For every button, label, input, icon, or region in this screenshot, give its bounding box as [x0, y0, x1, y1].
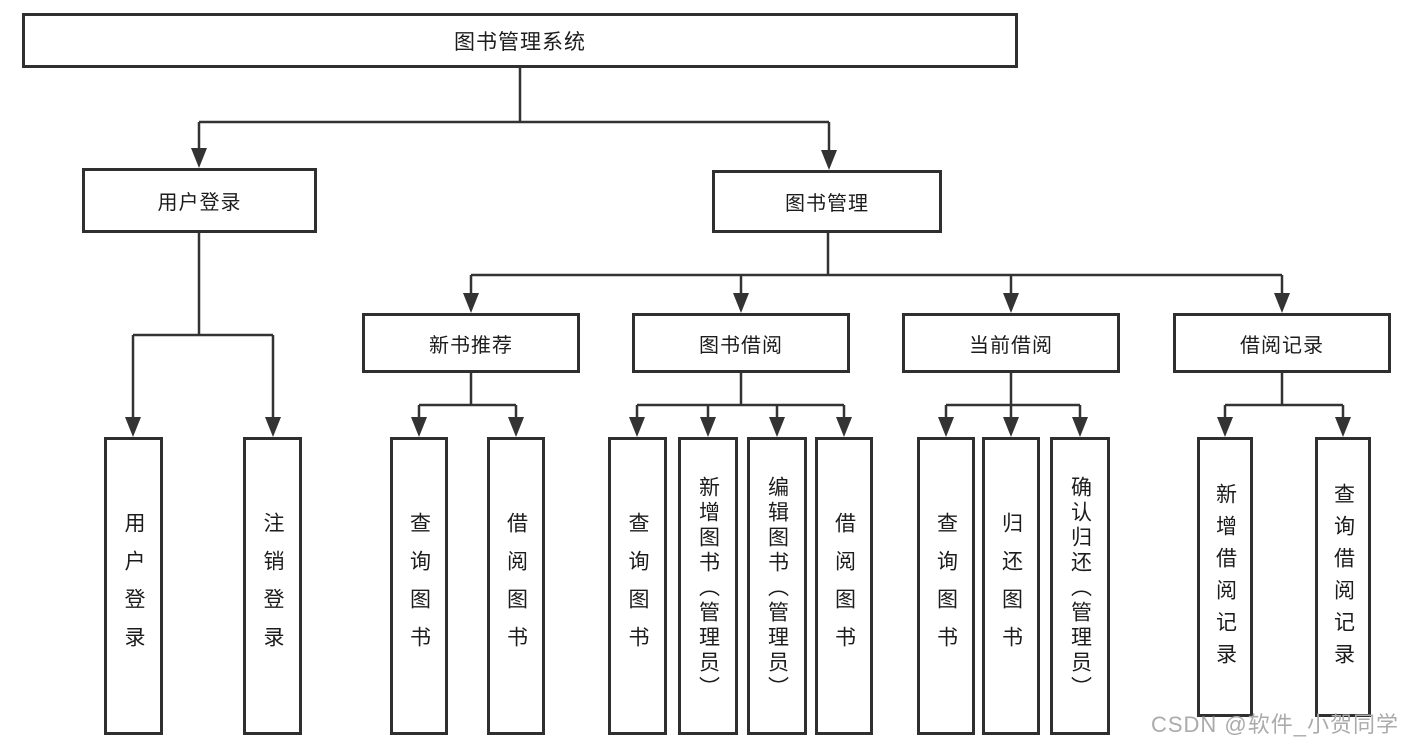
- leaf-borrow-query-books: 查询图书: [608, 437, 667, 735]
- connector-recommend-group: [417, 373, 518, 420]
- connector-borrow-group: [635, 373, 846, 420]
- node-user-login: 用户登录: [82, 168, 317, 233]
- arrowheads-user-login-group: [125, 417, 281, 437]
- arrowheads-level2: [191, 148, 837, 170]
- leaf-recommend-borrow-books: 借阅图书: [487, 437, 545, 735]
- leaf-edit-books-admin: 编辑图书（管理员）: [747, 437, 807, 735]
- connector-root-to-level2: [197, 68, 831, 152]
- node-book-management: 图书管理: [712, 170, 942, 233]
- leaf-add-books-admin: 新增图书（管理员）: [678, 437, 738, 735]
- arrowheads-records-group: [1217, 417, 1351, 437]
- arrowheads-current-group: [938, 417, 1088, 437]
- connector-records-group: [1223, 373, 1345, 420]
- leaf-recommend-query-books: 查询图书: [390, 437, 448, 735]
- connector-current-group: [944, 373, 1082, 420]
- leaf-add-borrow-record: 新增借阅记录: [1197, 437, 1253, 717]
- leaf-query-borrow-record: 查询借阅记录: [1315, 437, 1371, 717]
- node-book-borrow: 图书借阅: [632, 313, 850, 373]
- leaf-confirm-return-admin: 确认归还（管理员）: [1050, 437, 1110, 735]
- node-current-borrow: 当前借阅: [902, 313, 1120, 373]
- leaf-user-login: 用户登录: [104, 437, 163, 735]
- csdn-watermark: CSDN @软件_小贺同学: [1150, 712, 1399, 737]
- arrowheads-recommend-group: [411, 417, 524, 437]
- leaf-current-query-books: 查询图书: [917, 437, 975, 735]
- node-new-book-recommend: 新书推荐: [362, 313, 580, 373]
- leaf-return-books: 归还图书: [982, 437, 1040, 735]
- node-borrow-records: 借阅记录: [1173, 313, 1391, 373]
- leaf-borrow-books: 借阅图书: [815, 437, 873, 735]
- node-library-system: 图书管理系统: [22, 13, 1018, 68]
- arrowheads-level3: [463, 293, 1290, 313]
- connector-user-login-group: [131, 233, 275, 420]
- connector-book-mgmt-to-level3: [469, 233, 1284, 296]
- leaf-logout-login: 注销登录: [243, 437, 302, 735]
- arrowheads-borrow-group: [629, 417, 852, 437]
